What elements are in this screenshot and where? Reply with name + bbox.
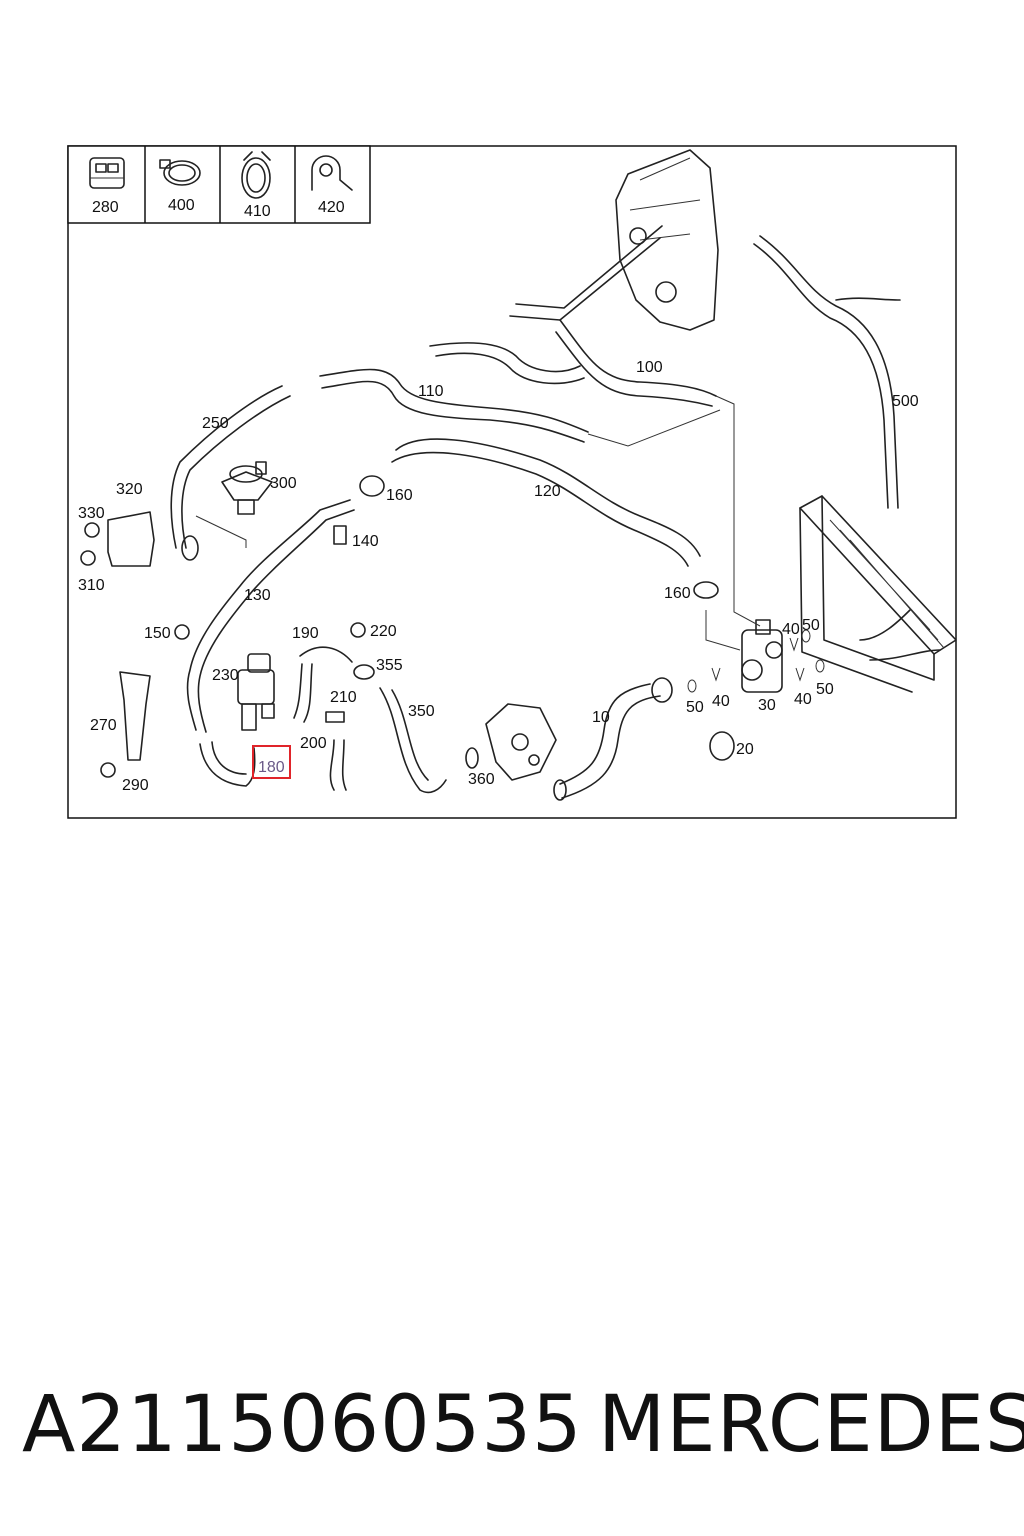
bracket-320: [107, 511, 155, 567]
hose-120: [395, 438, 701, 557]
legend-label-410: 410: [244, 203, 271, 220]
callout-210: 210: [330, 689, 357, 706]
callout-50a: 50: [802, 617, 820, 634]
callout-150: 150: [144, 625, 171, 642]
legend-table: 280 400 410 420: [67, 145, 371, 224]
spring-clamp-icon: [241, 151, 271, 199]
hose-10: [559, 683, 651, 785]
hose-250: [181, 395, 291, 549]
hose-110: [319, 368, 589, 433]
callout-160a: 160: [386, 487, 413, 504]
callout-40c: 40: [794, 691, 812, 708]
callout-100: 100: [636, 359, 663, 376]
hose-350: [379, 687, 447, 794]
clamp-160b: [693, 581, 719, 599]
callout-200: 200: [300, 735, 327, 752]
callout-140: 140: [352, 533, 379, 550]
callout-180: 180: [258, 759, 285, 776]
callout-230: 230: [212, 667, 239, 684]
callout-500: 500: [892, 393, 919, 410]
callout-220: 220: [370, 623, 397, 640]
clamp-160a: [359, 475, 385, 497]
callout-40b: 40: [712, 693, 730, 710]
valve-230: [237, 653, 275, 731]
valve-block-30: [741, 619, 783, 693]
callout-355: 355: [376, 657, 403, 674]
callout-290: 290: [122, 777, 149, 794]
clip-210: [325, 711, 345, 723]
p-clip-icon: [311, 155, 353, 191]
callout-130: 130: [244, 587, 271, 604]
callout-20: 20: [736, 741, 754, 758]
callout-270: 270: [90, 717, 117, 734]
callout-30: 30: [758, 697, 776, 714]
callout-330: 330: [78, 505, 105, 522]
hose-130: [186, 499, 351, 731]
legend-label-400: 400: [168, 197, 195, 214]
callout-50c: 50: [816, 681, 834, 698]
callout-160b: 160: [664, 585, 691, 602]
part-number: A2115060535: [22, 1380, 583, 1470]
callout-120: 120: [534, 483, 561, 500]
bracket-270: [119, 671, 151, 761]
callout-310: 310: [78, 577, 105, 594]
callout-250: 250: [202, 415, 229, 432]
legend-label-420: 420: [318, 199, 345, 216]
callout-110: 110: [418, 383, 444, 400]
highlight-box-180: [252, 745, 291, 779]
heater-core: [799, 495, 957, 693]
expansion-tank: [615, 149, 719, 331]
callout-50b: 50: [686, 699, 704, 716]
clamp-355: [353, 664, 375, 680]
hose-500: [753, 243, 889, 509]
housing-360: [485, 703, 557, 781]
parts-diagram: 280 400 410 420: [67, 145, 957, 819]
bolt-150: [174, 624, 190, 640]
callout-320: 320: [116, 481, 143, 498]
hose-180: [199, 743, 256, 787]
hose-clamp-icon: [159, 159, 201, 186]
brand-name: MERCEDES: [598, 1380, 1024, 1470]
callout-190: 190: [292, 625, 319, 642]
callout-350: 350: [408, 703, 435, 720]
callout-40a: 40: [782, 621, 800, 638]
pump-300: [221, 461, 273, 515]
hose-100: [559, 319, 717, 397]
clamp-20: [709, 731, 735, 761]
callout-360: 360: [468, 771, 495, 788]
callout-10: 10: [592, 709, 610, 726]
callout-300: 300: [270, 475, 297, 492]
diagram-border: [67, 145, 957, 819]
legend-label-280: 280: [92, 199, 119, 216]
connector-block-icon: [89, 157, 125, 189]
footer-caption: A2115060535 MERCEDES: [0, 1370, 1024, 1480]
callouts: 10 20 30 40 40 40 50 50 50 100 110 120 1…: [78, 359, 919, 794]
nut-220: [350, 622, 366, 638]
